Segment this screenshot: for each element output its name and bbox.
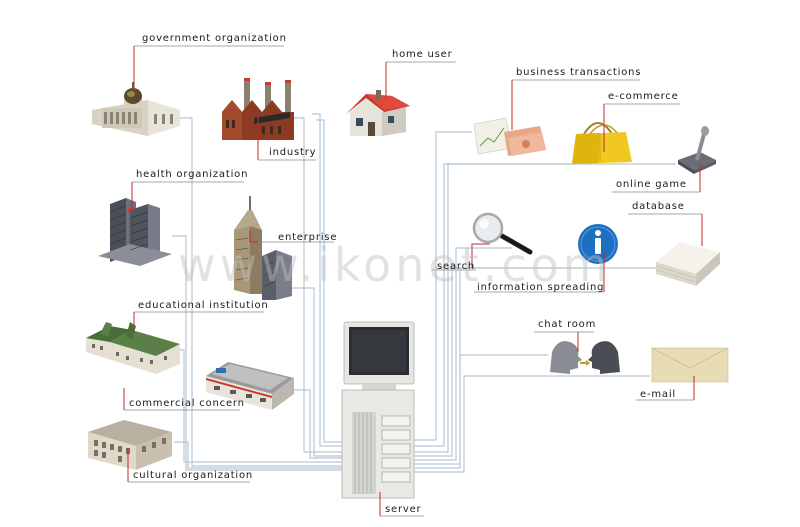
label-server: server [385,504,422,515]
envelope-icon [651,347,729,383]
label-home-user: home user [392,49,453,60]
label-cultural-organization: cultural organization [133,470,254,481]
label-database: database [632,201,685,212]
government-building-icon [92,82,180,136]
invoice-and-money-icon [473,117,546,156]
hospital-icon [98,198,172,266]
shopping-bag-icon [572,122,632,164]
label-government-organization: government organization [142,33,287,44]
information-icon [578,224,618,264]
label-health-organization: health organization [136,169,249,180]
museum-icon [88,420,172,470]
house-icon [346,90,410,136]
label-e-commerce: e-commerce [608,91,679,102]
chat-heads-icon [550,341,620,374]
label-enterprise: enterprise [278,232,338,243]
school-icon [86,322,180,374]
label-information-spreading: information spreading [477,282,605,293]
label-leader-lines [123,46,703,516]
label-search: search [437,261,476,272]
magnifying-glass-icon [472,212,533,255]
paper-stack-icon [655,242,720,286]
watermark-text: www.ikonet.com [178,238,612,292]
label-e-mail: e-mail [640,389,676,400]
label-educational-institution: educational institution [138,300,269,311]
joystick-icon [678,126,716,174]
label-underlines [124,45,702,517]
label-commercial-concern: commercial concern [129,398,245,409]
label-online-game: online game [616,179,687,190]
office-tower-icon [234,196,292,300]
server-computer-icon [341,321,415,499]
label-business-transactions: business transactions [516,67,642,78]
store-icon [206,362,294,410]
label-industry: industry [269,147,317,158]
network-cables [172,113,676,473]
label-chat-room: chat room [538,319,597,330]
